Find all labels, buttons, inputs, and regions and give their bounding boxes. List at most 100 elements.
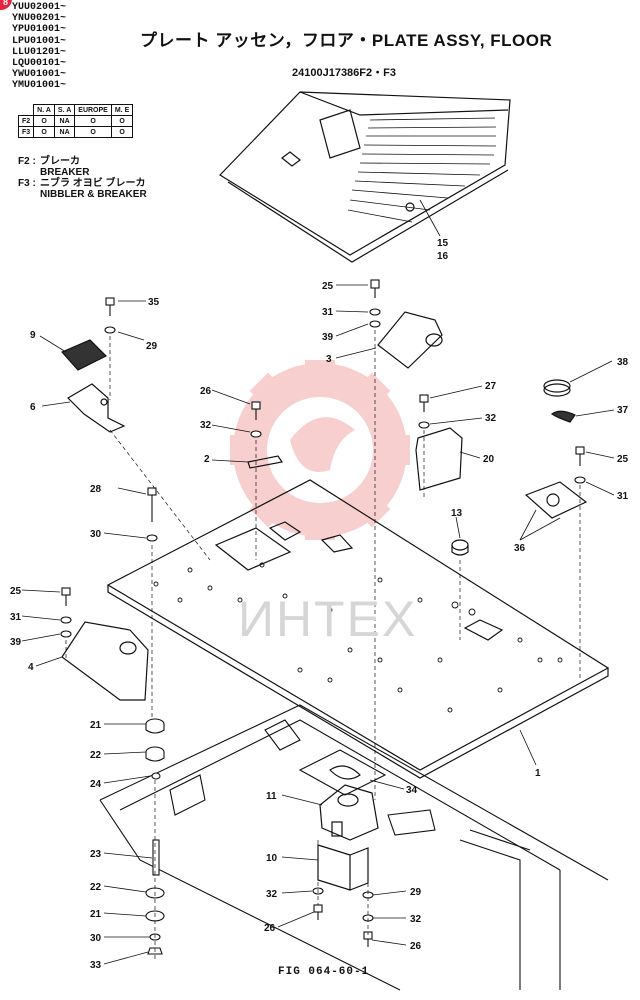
watermark-text: ИНТЕХ bbox=[238, 591, 418, 647]
watermark-gear-icon bbox=[230, 360, 410, 540]
brackets bbox=[247, 379, 588, 556]
callout-38: 38 bbox=[617, 357, 629, 368]
option-notes: F2 : ブレーカ BREAKER F3 :ニブラ オヨビ ブレーカ NIBBLE… bbox=[18, 156, 147, 200]
pedal-assembly bbox=[60, 339, 126, 433]
serial-range: YMU01001~ bbox=[12, 80, 67, 92]
callout-31: 31 bbox=[322, 307, 334, 318]
cell: O bbox=[33, 126, 55, 138]
table-row: F3 O NA O O bbox=[17, 126, 134, 138]
callout-26: 26 bbox=[264, 923, 276, 934]
callout-23: 23 bbox=[90, 849, 102, 860]
callout-21: 21 bbox=[90, 720, 102, 731]
callout-25: 25 bbox=[322, 281, 334, 292]
callout-11: 11 bbox=[266, 791, 277, 802]
note-f3-en: NIBBLER & BREAKER bbox=[18, 189, 147, 200]
callout-4: 4 bbox=[28, 662, 34, 673]
table-row: F2 O NA O O bbox=[17, 115, 134, 127]
callout-35: 35 bbox=[148, 297, 160, 308]
page-badge: 8 bbox=[0, 0, 12, 10]
callout-32: 32 bbox=[200, 420, 212, 431]
page-title: プレート アッセン，フロア・PLATE ASSY, FLOOR bbox=[140, 31, 553, 50]
callout-30: 30 bbox=[90, 529, 102, 540]
callout-3: 3 bbox=[326, 354, 332, 365]
callout-30: 30 bbox=[90, 933, 102, 944]
serial-range: YNU00201~ bbox=[12, 13, 67, 25]
leader-15 bbox=[419, 199, 441, 237]
callout-26: 26 bbox=[410, 941, 422, 952]
callout-32: 32 bbox=[266, 889, 278, 900]
leader-lines bbox=[21, 284, 615, 965]
callout-29: 29 bbox=[146, 341, 158, 352]
seat-mount bbox=[317, 784, 379, 891]
cell: O bbox=[74, 115, 112, 127]
callout-25: 25 bbox=[10, 586, 22, 597]
callout-6: 6 bbox=[30, 402, 36, 413]
cell: NA bbox=[53, 126, 76, 138]
callout-22: 22 bbox=[90, 882, 102, 893]
callout-2: 2 bbox=[204, 454, 210, 465]
callout-numbers: 15 16 25 31 39 3 35 29 9 6 26 32 2 27 32… bbox=[10, 238, 629, 971]
note-f2-en: BREAKER bbox=[18, 167, 147, 178]
callout-21: 21 bbox=[90, 909, 102, 920]
callout-34: 34 bbox=[406, 785, 418, 796]
serial-range: YPU01001~ bbox=[12, 24, 67, 36]
callout-39: 39 bbox=[322, 332, 334, 343]
callout-15: 15 bbox=[437, 238, 449, 249]
callout-27: 27 bbox=[485, 381, 497, 392]
leader-1 bbox=[519, 729, 537, 766]
switch-box bbox=[61, 311, 443, 701]
row-code: F3 bbox=[17, 126, 35, 138]
option-table-header: N. A S. A EUROPE M. E bbox=[19, 104, 134, 116]
main-floor-plate bbox=[106, 479, 610, 779]
cell: O bbox=[33, 115, 55, 127]
serial-range-list: YUU02001~YNU00201~YPU01001~LPU01001~LLU0… bbox=[12, 2, 66, 92]
row-code: F2 bbox=[17, 115, 35, 127]
callout-20: 20 bbox=[483, 454, 495, 465]
note-code: F3 : bbox=[18, 178, 36, 189]
cell: O bbox=[74, 126, 112, 138]
header-europe: EUROPE bbox=[74, 104, 112, 116]
callout-39: 39 bbox=[10, 637, 22, 648]
callout-13: 13 bbox=[451, 508, 463, 519]
callout-9: 9 bbox=[30, 330, 36, 341]
figure-label: FIG 064-60-1 bbox=[278, 966, 370, 978]
header-blank bbox=[19, 105, 34, 116]
callout-36: 36 bbox=[514, 543, 526, 554]
callout-26: 26 bbox=[200, 386, 212, 397]
note-en: NIBBLER & BREAKER bbox=[40, 189, 147, 200]
cell: O bbox=[110, 126, 134, 138]
serial-range: LLU01201~ bbox=[12, 46, 67, 58]
serial-range: YUU02001~ bbox=[12, 2, 67, 13]
header-na: N. A bbox=[33, 104, 55, 116]
option-table: N. A S. A EUROPE M. E F2 O NA O O F3 O N… bbox=[17, 104, 134, 138]
note-f3: F3 :ニブラ オヨビ ブレーカ bbox=[18, 178, 147, 189]
serial-range: YWU01001~ bbox=[12, 69, 67, 81]
callout-25: 25 bbox=[617, 454, 629, 465]
callout-32: 32 bbox=[410, 914, 422, 925]
note-jp: ブレーカ bbox=[40, 156, 80, 167]
alignment-lines bbox=[65, 330, 581, 960]
cell: NA bbox=[53, 115, 76, 127]
note-f2: F2 : ブレーカ bbox=[18, 156, 147, 167]
part-number: 24100J17386F2・F3 bbox=[292, 67, 396, 79]
note-code: F2 : bbox=[18, 156, 36, 167]
callout-10: 10 bbox=[266, 853, 278, 864]
callout-37: 37 bbox=[617, 405, 629, 416]
note-en: BREAKER bbox=[40, 167, 90, 178]
callout-22: 22 bbox=[90, 750, 102, 761]
serial-range: LPU01001~ bbox=[12, 35, 67, 47]
callout-16: 16 bbox=[437, 251, 449, 262]
serial-range: LQU00101~ bbox=[12, 58, 67, 70]
callout-31: 31 bbox=[617, 491, 629, 502]
callout-24: 24 bbox=[90, 779, 102, 790]
lower-frame bbox=[99, 704, 609, 991]
callout-31: 31 bbox=[10, 612, 22, 623]
header-me: M. E bbox=[110, 104, 134, 116]
header-sa: S. A bbox=[53, 104, 76, 116]
floor-mat-plate bbox=[219, 91, 511, 263]
callout-33: 33 bbox=[90, 960, 102, 971]
callout-28: 28 bbox=[90, 484, 102, 495]
callout-1: 1 bbox=[535, 768, 541, 779]
callout-29: 29 bbox=[410, 887, 422, 898]
